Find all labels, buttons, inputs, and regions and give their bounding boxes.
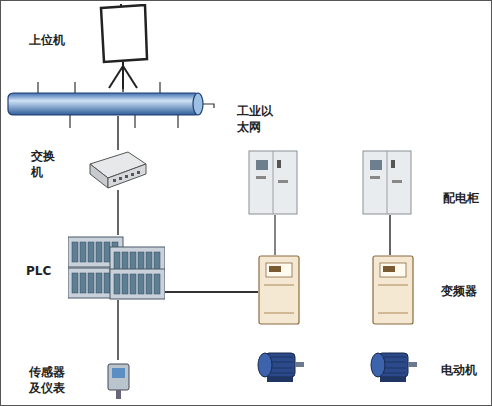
motor-illustration: [368, 345, 418, 385]
motor-node: 电动机: [368, 345, 418, 385]
component-label: 上位机: [28, 32, 66, 48]
monitor-illustration: [95, 4, 150, 89]
component-label: 变频器: [440, 283, 478, 299]
connector-line: [122, 89, 124, 92]
plc-node: PLC: [68, 235, 165, 300]
component-label: 配电柜: [442, 190, 480, 206]
cabinet-icon: [248, 150, 298, 215]
vfd-illustration: [372, 255, 414, 325]
connector-line: [389, 215, 391, 255]
component-label: 工业以 太网: [236, 103, 282, 135]
component-label: PLC: [25, 263, 52, 279]
vfd-icon: [258, 255, 300, 325]
sensor-node: 传感器 及仪表: [106, 360, 131, 400]
motor-icon: [255, 345, 305, 385]
component-label: 交换 机: [30, 148, 60, 180]
connector-line: [117, 300, 119, 360]
connector-line: [117, 116, 119, 150]
plc-illustration: [68, 235, 165, 300]
cabinet-node: 配电柜: [362, 150, 412, 215]
monitor-node: 上位机: [95, 4, 150, 89]
connector-line: [117, 190, 119, 235]
sensor-illustration: [106, 360, 131, 400]
pipe-node: 工业以 太网: [4, 92, 219, 116]
switch-node: 交换 机: [88, 150, 148, 190]
pipe-illustration: [4, 92, 219, 116]
vfd-node: 变频器: [372, 255, 414, 325]
component-label: 电动机: [440, 362, 478, 378]
cabinet-illustration: [362, 150, 412, 215]
switch-illustration: [88, 150, 148, 190]
component-label: 传感器 及仪表: [28, 364, 74, 396]
